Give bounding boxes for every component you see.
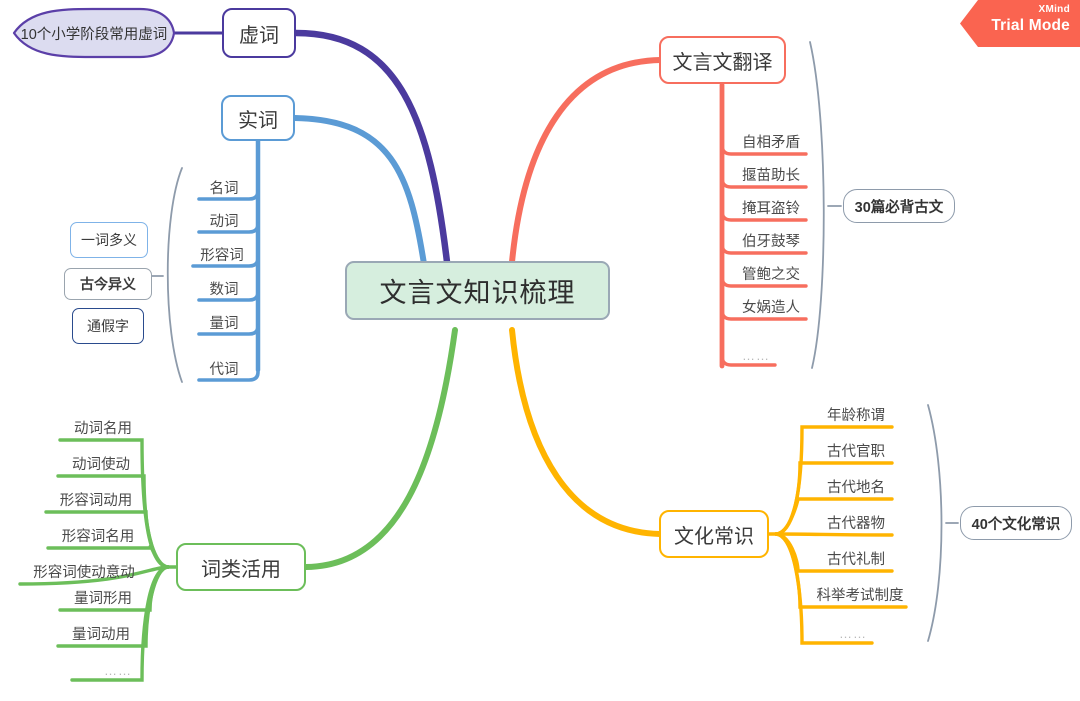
leaf-fanyi-0-label: 自相矛盾 <box>742 135 800 151</box>
summary-box-wenhua[interactable]: 40个文化常识 <box>960 506 1072 540</box>
leaf-fanyi-6-label: …… <box>742 348 770 363</box>
summary-box-wenhua-label: 40个文化常识 <box>971 516 1061 533</box>
leaf-fanyi-2-label: 掩耳盗铃 <box>742 201 800 217</box>
connector-fanyi <box>509 57 663 265</box>
leaf-shici-5[interactable]: 代词 <box>193 357 255 381</box>
leaf-wenhua-5[interactable]: 科举考试制度 <box>814 583 906 607</box>
leaf-wenhua-2-label: 古代地名 <box>827 480 885 496</box>
leaf-cilei-3[interactable]: 形容词名用 <box>48 524 148 548</box>
side-box-yiciduoyi-label: 一词多义 <box>81 232 137 248</box>
main-topic-shici[interactable]: 实词 <box>221 95 295 141</box>
summary-brace-fanyi <box>809 41 825 369</box>
leaf-shici-5-label: 代词 <box>209 362 239 378</box>
main-topic-wenhua[interactable]: 文化常识 <box>659 510 769 558</box>
connector-xuci <box>292 29 451 266</box>
leaf-shici-3-label: 数词 <box>209 282 239 298</box>
leaf-fanyi-5-label: 女娲造人 <box>742 300 800 316</box>
leaf-shici-2[interactable]: 形容词 <box>188 243 256 267</box>
leaf-wenhua-2[interactable]: 古代地名 <box>820 475 892 499</box>
leaf-cilei-7-label: …… <box>104 663 132 678</box>
connector-wenhua <box>509 327 663 537</box>
leaf-cilei-2-label: 形容词动用 <box>59 493 133 509</box>
leaf-cilei-7[interactable]: …… <box>96 656 140 680</box>
leaf-wenhua-0-label: 年龄称谓 <box>827 408 885 424</box>
xmind-trial-badge: XMind Trial Mode <box>960 0 1080 47</box>
leaf-fanyi-1[interactable]: 揠苗助长 <box>735 163 807 187</box>
side-box-tongjiazi[interactable]: 通假字 <box>72 308 144 344</box>
connector-cilei <box>303 327 458 570</box>
main-topic-cilei[interactable]: 词类活用 <box>176 543 306 591</box>
main-topic-cilei-label: 词类活用 <box>201 558 281 581</box>
main-topic-xuci[interactable]: 虚词 <box>222 8 296 58</box>
leaf-wenhua-4[interactable]: 古代礼制 <box>820 547 892 571</box>
leaf-wenhua-1-label: 古代官职 <box>827 444 885 460</box>
callout-xuci-label: 10个小学阶段常用虚词 <box>20 26 168 43</box>
side-box-yiciduoyi[interactable]: 一词多义 <box>70 222 148 258</box>
leaf-shici-1[interactable]: 动词 <box>193 209 255 233</box>
leaf-fanyi-6[interactable]: …… <box>735 341 777 365</box>
main-topic-shici-label: 实词 <box>238 109 278 132</box>
summary-box-fanyi[interactable]: 30篇必背古文 <box>843 189 955 223</box>
leaf-shici-0[interactable]: 名词 <box>193 176 255 200</box>
central-topic[interactable]: 文言文知识梳理 <box>345 261 610 320</box>
leaf-wenhua-6-label: …… <box>839 626 867 641</box>
summary-brace-wenhua <box>927 404 943 642</box>
leaf-fanyi-2[interactable]: 掩耳盗铃 <box>735 196 807 220</box>
leaf-cilei-4[interactable]: 形容词使动意动 <box>20 560 148 584</box>
leaf-shici-0-label: 名词 <box>209 181 239 197</box>
connector-shici <box>292 115 427 267</box>
leaf-shici-4-label: 量词 <box>209 316 239 332</box>
main-topic-fanyi[interactable]: 文言文翻译 <box>659 36 786 84</box>
leaf-wenhua-4-label: 古代礼制 <box>827 552 885 568</box>
trial-badge-mode: Trial Mode <box>991 17 1070 34</box>
leaf-shici-4[interactable]: 量词 <box>193 311 255 335</box>
leaf-cilei-0[interactable]: 动词名用 <box>60 416 146 440</box>
leaf-wenhua-3[interactable]: 古代器物 <box>820 511 892 535</box>
main-topic-wenhua-label: 文化常识 <box>674 525 754 548</box>
central-topic-label: 文言文知识梳理 <box>379 278 576 308</box>
side-box-gujinyiyi[interactable]: 古今异义 <box>64 268 152 300</box>
leaf-wenhua-5-label: 科举考试制度 <box>816 588 904 604</box>
leaf-fanyi-3-label: 伯牙鼓琴 <box>742 234 800 250</box>
leaf-cilei-4-label: 形容词使动意动 <box>33 565 135 581</box>
leaf-cilei-5-label: 量词形用 <box>74 591 132 607</box>
leaf-cilei-5[interactable]: 量词形用 <box>60 586 146 610</box>
leaf-wenhua-6[interactable]: …… <box>832 619 874 643</box>
leaf-cilei-1-label: 动词使动 <box>72 457 130 473</box>
leaf-fanyi-4-label: 管鲍之交 <box>742 267 800 283</box>
leaf-cilei-6[interactable]: 量词动用 <box>58 622 144 646</box>
summary-brace-shici <box>166 167 183 383</box>
leaf-cilei-3-label: 形容词名用 <box>61 529 135 545</box>
leaf-cilei-1[interactable]: 动词使动 <box>58 452 144 476</box>
leaf-shici-1-label: 动词 <box>209 214 239 230</box>
leaf-wenhua-1[interactable]: 古代官职 <box>820 439 892 463</box>
summary-box-fanyi-label: 30篇必背古文 <box>854 199 944 216</box>
leaf-fanyi-4[interactable]: 管鲍之交 <box>735 262 807 286</box>
leaf-cilei-2[interactable]: 形容词动用 <box>46 488 146 512</box>
leaf-cilei-0-label: 动词名用 <box>74 421 132 437</box>
leaf-fanyi-0[interactable]: 自相矛盾 <box>735 130 807 154</box>
leaf-shici-2-label: 形容词 <box>200 248 244 264</box>
leaf-shici-3[interactable]: 数词 <box>193 277 255 301</box>
callout-xuci[interactable]: 10个小学阶段常用虚词 <box>14 9 174 57</box>
leaf-wenhua-0[interactable]: 年龄称谓 <box>820 403 892 427</box>
leaf-fanyi-5[interactable]: 女娲造人 <box>735 295 807 319</box>
leaf-fanyi-3[interactable]: 伯牙鼓琴 <box>735 229 807 253</box>
trial-badge-brand: XMind <box>1038 4 1070 15</box>
side-box-tongjiazi-label: 通假字 <box>87 318 129 334</box>
side-box-gujinyiyi-label: 古今异义 <box>80 276 136 292</box>
main-topic-xuci-label: 虚词 <box>239 24 279 47</box>
main-topic-fanyi-label: 文言文翻译 <box>672 51 773 74</box>
leaf-fanyi-1-label: 揠苗助长 <box>742 168 800 184</box>
leaf-wenhua-3-label: 古代器物 <box>827 516 885 532</box>
leaf-cilei-6-label: 量词动用 <box>72 627 130 643</box>
